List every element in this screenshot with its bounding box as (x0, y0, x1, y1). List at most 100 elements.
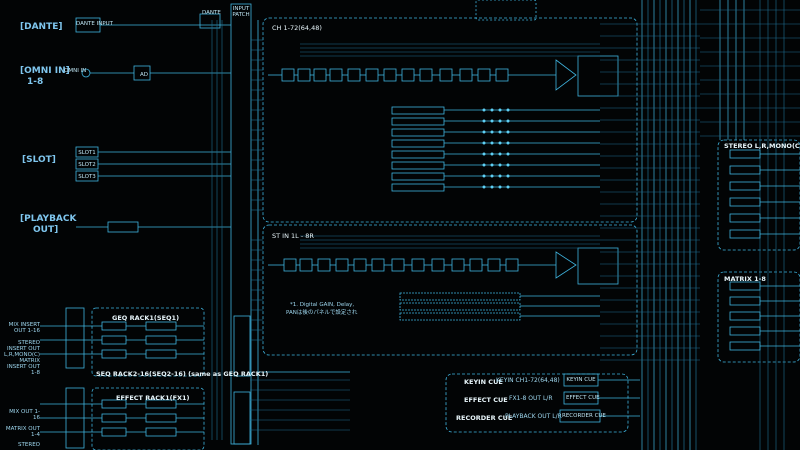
geq-in-2 (101, 349, 127, 359)
matrix-block-2 (729, 311, 761, 321)
send-node (490, 119, 494, 123)
stereo-block-3 (729, 197, 761, 207)
stereo-block-4 (729, 213, 761, 223)
send-row-6 (391, 172, 445, 181)
ch-proc-5 (365, 68, 379, 82)
st-proc-7 (411, 258, 425, 272)
note-line-2: PANは後のパネルで設定され (286, 310, 358, 316)
dante-top-label: DANTE (202, 10, 221, 16)
st-proc-12 (505, 258, 519, 272)
fx-in-2 (101, 427, 127, 437)
st-proc-4 (353, 258, 367, 272)
stereo-block-2 (729, 181, 761, 191)
geq-proc-1 (145, 335, 177, 345)
geq-racks-note: SEQ RACK2-16(SEQ2-16) (same as GEQ RACK1… (96, 370, 269, 378)
effect-cue-select: EFFECT CUE (566, 395, 600, 401)
effect-chain: FX1-8 OUT L/R (509, 395, 553, 402)
matrix-section-title: MATRIX 1-8 (724, 275, 766, 283)
send-node (506, 152, 510, 156)
dante-top-box (199, 13, 221, 29)
fx-proc-1 (145, 413, 177, 423)
st-proc-6 (391, 258, 405, 272)
keyin-cue-title: KEYIN CUE (464, 378, 503, 386)
ch-panel-title: CH 1-72(64,48) (272, 24, 322, 32)
st-proc-11 (487, 258, 501, 272)
st-proc-2 (317, 258, 331, 272)
send-node (498, 174, 502, 178)
send-node (490, 185, 494, 189)
ch-proc-7 (401, 68, 415, 82)
keyin-cue-select: KEYIN CUE (566, 377, 596, 383)
fx-in-1 (101, 413, 127, 423)
send-node (490, 163, 494, 167)
st-proc-8 (431, 258, 445, 272)
send-row-1 (391, 117, 445, 126)
ch-proc-0 (281, 68, 295, 82)
omni-in-box-label: OMNI IN (64, 68, 87, 74)
ch-proc-8 (419, 68, 433, 82)
stereo-section-title: STEREO L,R,MONO(C) (724, 142, 800, 150)
send-row-4 (391, 150, 445, 159)
ch-proc-4 (347, 68, 361, 82)
st-proc-10 (469, 258, 483, 272)
omni-in-label: [OMNI IN] (20, 66, 70, 76)
dante-input-box-label: DANTE INPUT (76, 21, 114, 27)
geq-proc-0 (145, 321, 177, 331)
send-node (482, 108, 486, 112)
stereo-block-0 (729, 149, 761, 159)
geq-in-1 (101, 335, 127, 345)
send-row-7 (391, 183, 445, 192)
cue-panel (445, 373, 629, 433)
stereo-block-5 (729, 229, 761, 239)
ch-proc-6 (383, 68, 397, 82)
ch-proc-10 (459, 68, 473, 82)
input-patch-bus (230, 3, 252, 445)
st-proc-5 (371, 258, 385, 272)
stereo-insert-label: STEREO INSERT OUT L,R,MONO(C) (4, 340, 41, 358)
ch-proc-11 (477, 68, 491, 82)
st-panel (262, 224, 638, 356)
send-node (482, 130, 486, 134)
send-node (506, 119, 510, 123)
recorder-cue-select: RECORDER CUE (562, 413, 606, 419)
mix-insert-label: MIX INSERT OUT 1-16 (8, 322, 40, 334)
send-node (482, 152, 486, 156)
omni-in-range-label: 1-8 (27, 77, 44, 87)
fx-patch (65, 387, 85, 449)
send-row-2 (391, 128, 445, 137)
geq-rack-title: GEQ RACK1(SEQ1) (112, 314, 180, 322)
keyin-chain: KEYIN CH1-72(64,48) (496, 377, 560, 384)
input-patch-label: INPUT PATCH (232, 6, 250, 18)
ch-proc-2 (313, 68, 327, 82)
send-node (506, 130, 510, 134)
playback-box (107, 221, 139, 233)
matrix-block-1 (729, 296, 761, 306)
slot-label: [SLOT] (22, 155, 56, 165)
send-node (506, 141, 510, 145)
geq-proc-2 (145, 349, 177, 359)
send-node (506, 185, 510, 189)
st-proc-0 (283, 258, 297, 272)
ch-proc-9 (439, 68, 453, 82)
geq-patch (65, 307, 85, 369)
ch-proc-12 (495, 68, 509, 82)
st-send-row-1 (399, 302, 521, 311)
send-node (498, 130, 502, 134)
st-mix-triangle (555, 251, 577, 279)
matrix-panel (717, 271, 800, 363)
playback-label: [PLAYBACK (20, 214, 77, 224)
ad-box-label: AD (140, 72, 148, 78)
ch-output-matrix (577, 55, 619, 97)
send-node (482, 119, 486, 123)
send-node (490, 152, 494, 156)
ch-panel (262, 17, 638, 223)
out-patch-2 (233, 391, 251, 445)
send-node (490, 174, 494, 178)
geq-in-0 (101, 321, 127, 331)
st-proc-1 (299, 258, 313, 272)
st-send-row-2 (399, 312, 521, 321)
send-node (498, 152, 502, 156)
top-mid-block (475, 0, 537, 21)
slot1-label: SLOT1 (78, 150, 96, 156)
